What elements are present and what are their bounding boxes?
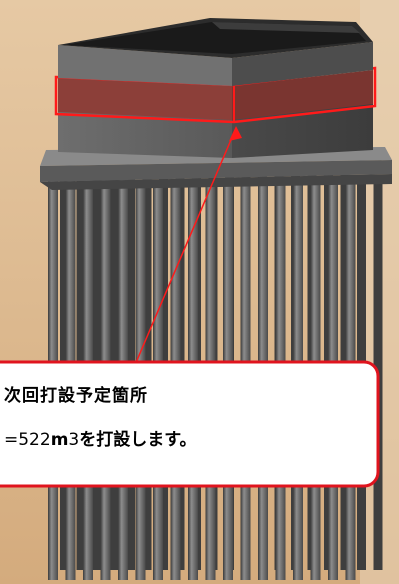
callout-volume-text: =522m3を打設します。 [4, 425, 197, 450]
base-slab-front [40, 160, 392, 182]
pile-cap-upper-side [232, 42, 373, 86]
callout-volume-exponent: 3 [68, 430, 80, 450]
callout-leader-line [131, 127, 237, 373]
callout-volume-suffix: を打設します。 [79, 430, 197, 450]
callout-volume-unit: m [50, 430, 69, 450]
callout-box [0, 360, 380, 488]
callout-volume-value: =522 [4, 430, 51, 450]
callout-title: 次回打設予定箇所 [4, 386, 148, 406]
pile-cap-upper-front [58, 45, 232, 86]
leader-arrowhead [229, 126, 242, 141]
